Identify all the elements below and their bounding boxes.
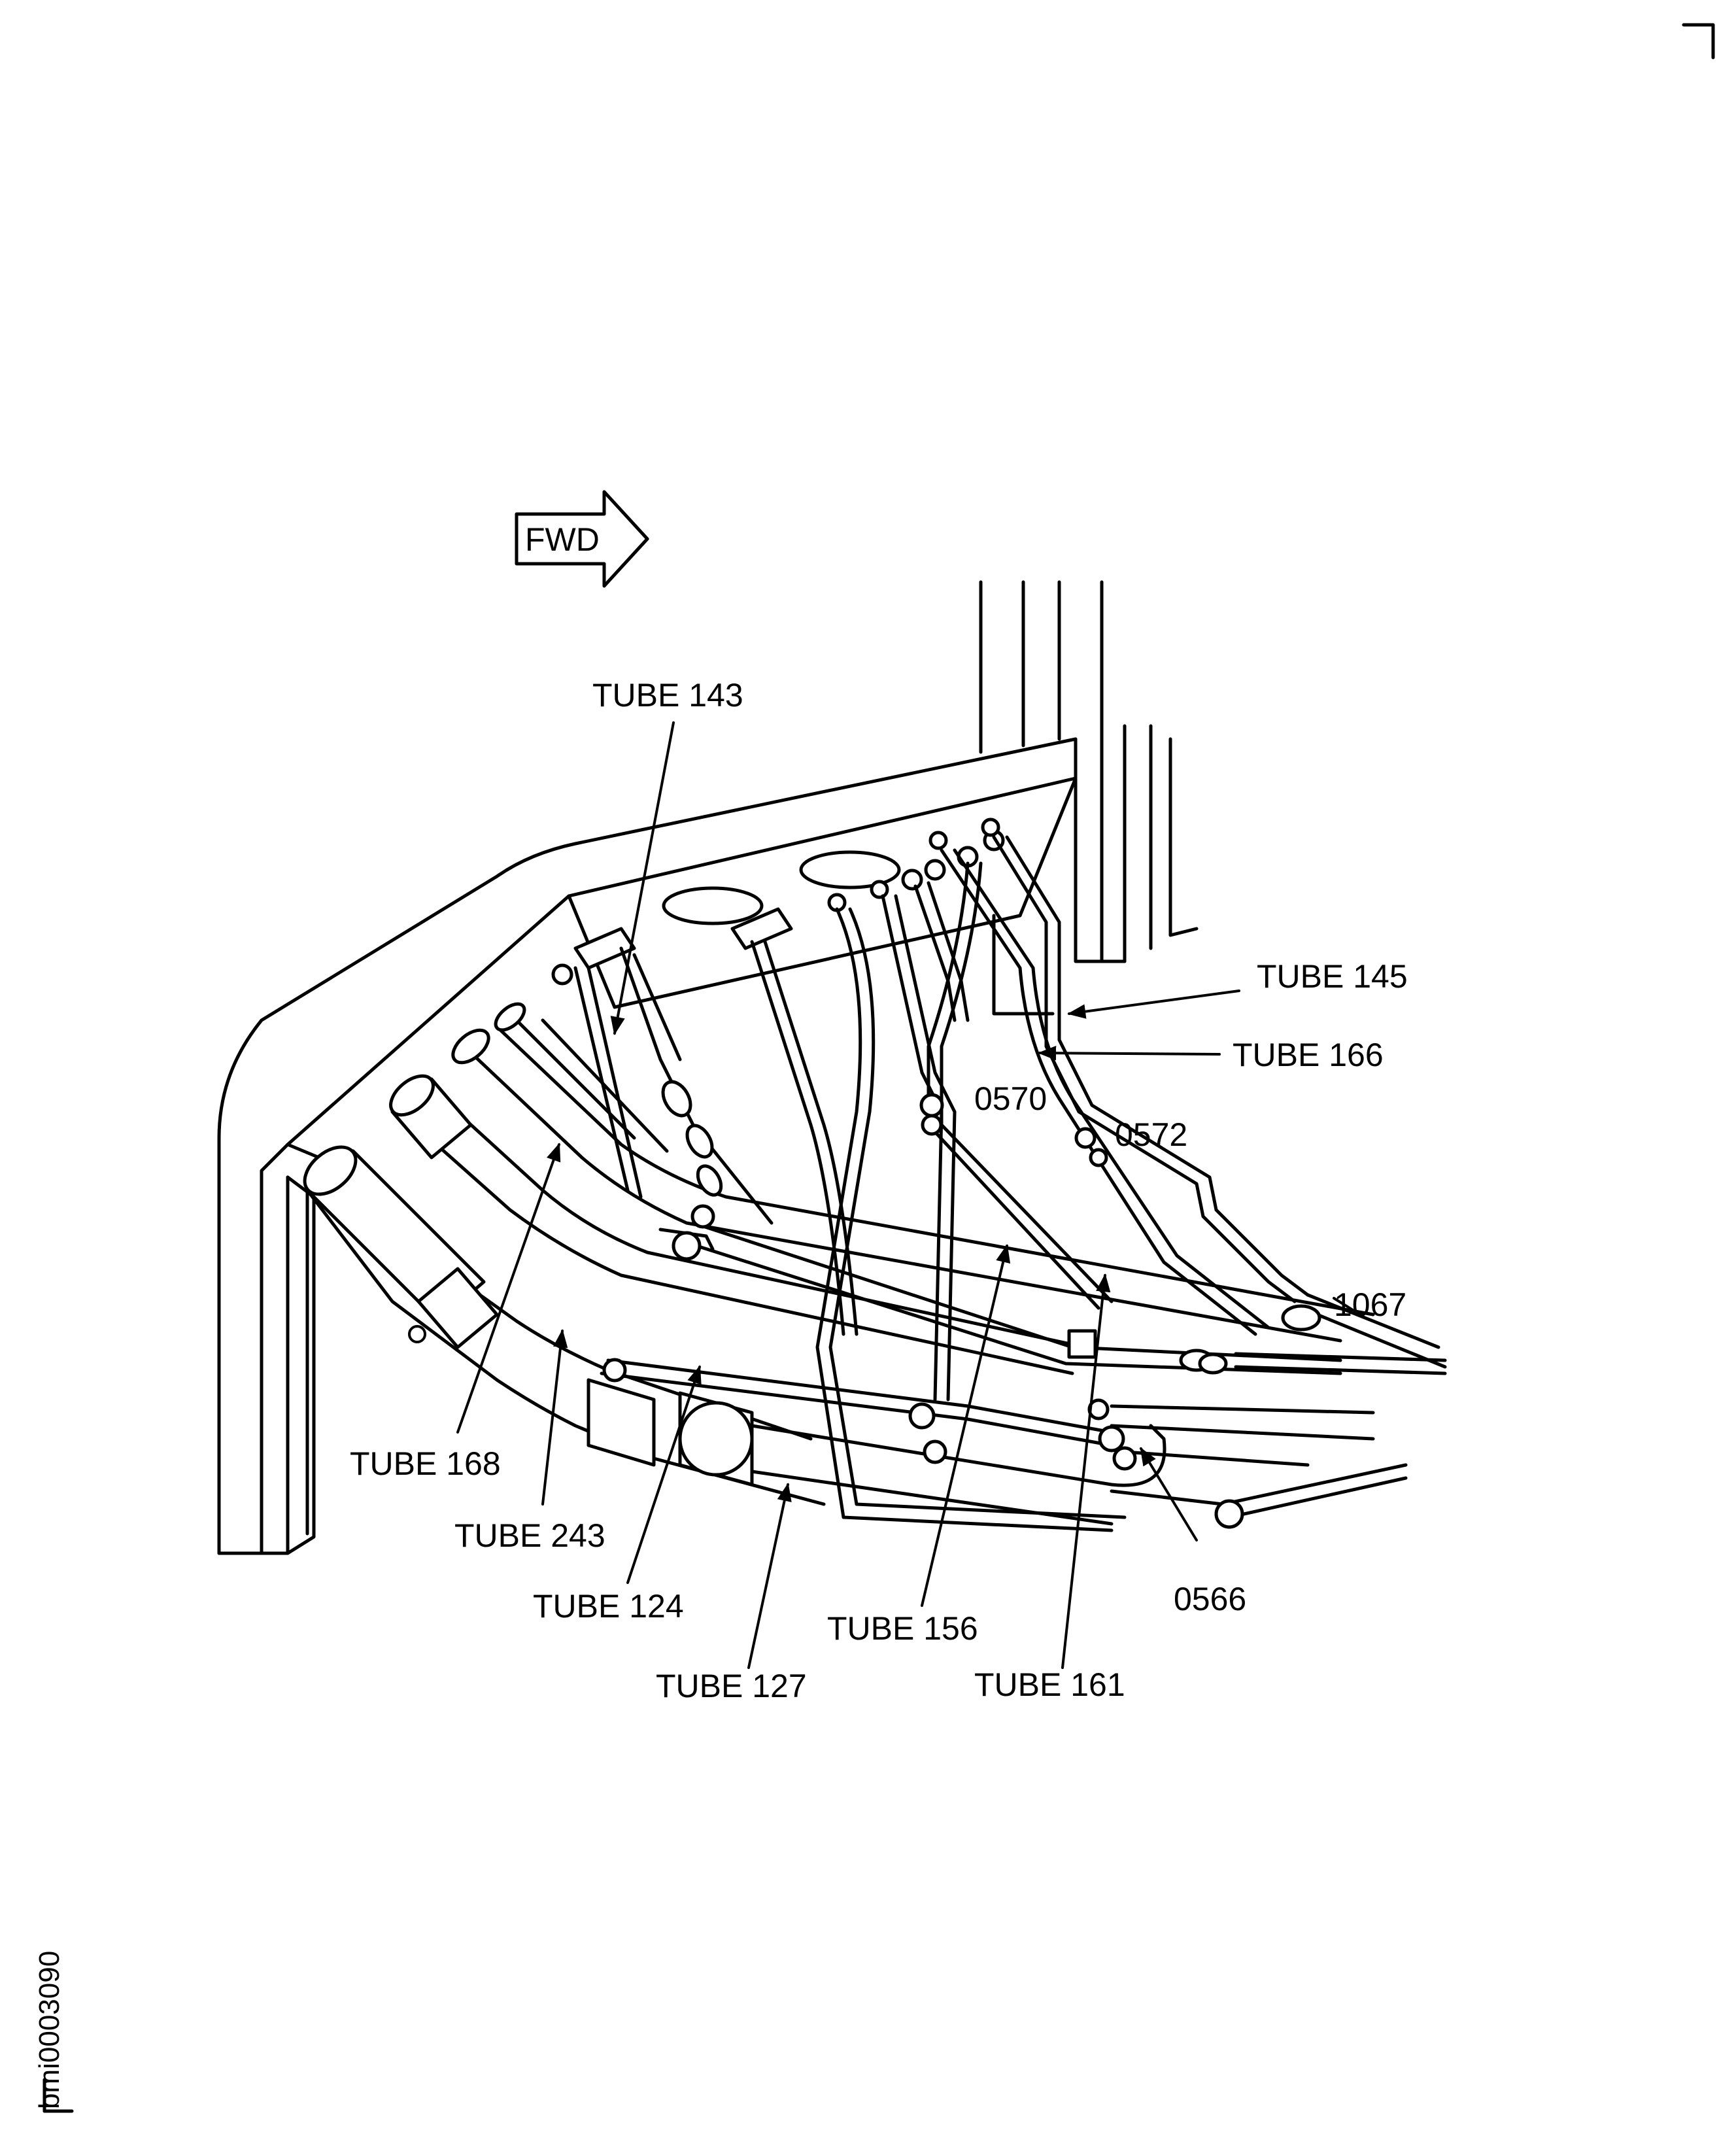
drawing-id-text: bmi0003090 xyxy=(33,1951,65,2109)
bulkhead-opening-left xyxy=(662,886,764,925)
callout-tube-243: TUBE 243 xyxy=(454,1517,605,1554)
bulkhead-fittings xyxy=(551,817,1005,986)
corner-crop-mark xyxy=(1682,23,1715,60)
callout-tube-127: TUBE 127 xyxy=(656,1668,807,1704)
fwd-label: FWD xyxy=(525,521,600,558)
callout-tube-161: TUBE 161 xyxy=(974,1666,1125,1703)
callout-tube-156: TUBE 156 xyxy=(827,1610,978,1647)
callout-tube-168: TUBE 168 xyxy=(350,1445,501,1482)
callout-tube-143: TUBE 143 xyxy=(592,677,743,714)
tube-coupling xyxy=(587,1378,1166,1526)
callout-tube-166: TUBE 166 xyxy=(1233,1037,1384,1073)
actuator xyxy=(303,1002,526,1349)
callout-1067: 1067 xyxy=(1334,1286,1406,1323)
drawing-id: bmi0003090 xyxy=(33,1951,74,2113)
callout-0566: 0566 xyxy=(1174,1581,1246,1617)
callout-labels: TUBE 143 TUBE 145 TUBE 166 0570 0572 106… xyxy=(350,677,1408,1704)
leader-lines xyxy=(456,721,1361,1669)
fwd-direction-arrow: FWD xyxy=(515,490,649,588)
tube-runs xyxy=(573,835,1447,1532)
callout-tube-124: TUBE 124 xyxy=(533,1588,684,1625)
bulkhead-opening-right xyxy=(799,850,901,889)
callout-0570: 0570 xyxy=(974,1080,1047,1117)
callout-tube-145: TUBE 145 xyxy=(1257,958,1408,995)
callout-0572: 0572 xyxy=(1115,1116,1187,1153)
large-tube-bundle xyxy=(305,1012,1375,1506)
vertical-structure xyxy=(979,580,1199,1016)
tube-clamps xyxy=(602,1080,1321,1529)
